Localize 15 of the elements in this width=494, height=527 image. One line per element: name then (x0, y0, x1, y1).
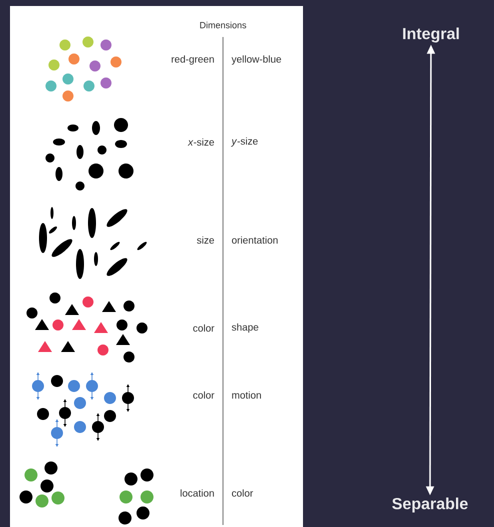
dimension-label: color (193, 391, 214, 399)
dimension-label: red-green (172, 55, 214, 65)
scale-label: Separable (392, 498, 468, 512)
column-heading: Dimensions (200, 22, 246, 28)
dimension-label: y-size (230, 137, 258, 147)
dimension-label: motion (232, 391, 261, 399)
scale-label: Integral (403, 28, 459, 42)
dimension-label: orientation (232, 236, 278, 244)
dimension-label: x-size (188, 138, 214, 146)
dimension-label: location (180, 489, 214, 497)
dimension-label: color (232, 489, 254, 497)
dimension-label: yellow-blue (232, 55, 282, 65)
dimension-label: shape (232, 323, 258, 333)
dimension-label: size (196, 236, 214, 244)
dimension-label: color (193, 324, 214, 332)
